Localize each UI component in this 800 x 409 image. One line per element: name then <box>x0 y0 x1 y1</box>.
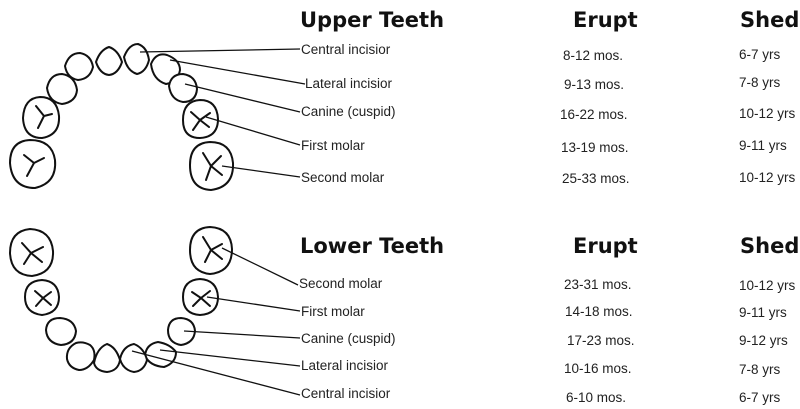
upper-shed-heading: Shed <box>740 8 800 32</box>
upper-tooth-label: Second molar <box>301 170 385 185</box>
leader-upper-second-molar <box>221 165 301 178</box>
upper-tooth-label: Canine (cuspid) <box>301 104 396 119</box>
upper-erupt-value: 25-33 mos. <box>562 171 630 186</box>
upper-tooth-label: First molar <box>301 138 365 153</box>
lower-erupt-value: 14-18 mos. <box>565 304 633 319</box>
lower-tooth-label: Canine (cuspid) <box>301 331 396 346</box>
lower-shed-value: 7-8 yrs <box>739 362 781 377</box>
upper-erupt-value: 8-12 mos. <box>563 48 624 63</box>
lower-erupt-value: 10-16 mos. <box>564 361 632 376</box>
lower-right-second-molar-fissure <box>202 236 223 263</box>
upper-left-first-molar-fissure <box>35 105 53 129</box>
lower-shed-value: 6-7 yrs <box>739 390 781 405</box>
upper-shed-value: 6-7 yrs <box>739 47 781 62</box>
upper-left-canine <box>46 73 78 105</box>
lower-erupt-value: 17-23 mos. <box>567 333 635 348</box>
lower-tooth-label: Second molar <box>299 276 383 291</box>
lower-tooth-label: Central incisior <box>301 386 391 401</box>
leader-upper-first-molar <box>205 116 301 146</box>
lower-left-canine <box>45 317 77 346</box>
lower-left-central-incisor <box>93 343 121 373</box>
lower-erupt-value: 6-10 mos. <box>566 390 627 405</box>
lower-shed-value: 10-12 yrs <box>739 278 796 293</box>
lower-right-first-molar-fissure <box>191 290 211 307</box>
upper-right-first-molar-fissure <box>190 111 211 131</box>
lower-right-canine <box>167 317 196 346</box>
upper-erupt-heading: Erupt <box>573 8 638 32</box>
upper-left-first-molar <box>22 96 61 139</box>
upper-right-second-molar-fissure <box>202 152 223 181</box>
lower-left-first-molar-fissure <box>34 290 52 307</box>
upper-shed-value: 7-8 yrs <box>739 75 781 90</box>
upper-erupt-value: 13-19 mos. <box>561 140 629 155</box>
upper-right-central-incisor <box>123 43 150 75</box>
leader-lower-second-molar <box>221 247 299 286</box>
lower-left-lateral-incisor <box>65 341 96 371</box>
lower-right-central-incisor <box>119 343 148 373</box>
leader-lower-first-molar <box>206 296 301 312</box>
lower-left-second-molar-fissure <box>21 242 44 265</box>
upper-right-canine <box>168 73 198 103</box>
lower-tooth-label: Lateral incisior <box>301 358 389 373</box>
leader-lower-central-incisor <box>131 350 301 396</box>
upper-tooth-label: Lateral incisior <box>305 76 393 91</box>
lower-erupt-value: 23-31 mos. <box>564 277 632 292</box>
lower-right-lateral-incisor <box>144 341 177 368</box>
upper-teeth-heading: Upper Teeth <box>300 8 445 32</box>
upper-shed-value: 9-11 yrs <box>739 138 787 153</box>
upper-tooth-label: Central incisior <box>301 42 391 57</box>
upper-shed-value: 10-12 yrs <box>739 170 796 185</box>
upper-erupt-value: 16-22 mos. <box>560 107 628 122</box>
upper-left-second-molar-fissure <box>23 154 45 177</box>
lower-shed-heading: Shed <box>740 234 800 258</box>
leader-upper-central-incisor <box>139 48 301 53</box>
upper-left-central-incisor <box>95 46 123 76</box>
leader-lower-lateral-incisor <box>159 349 301 367</box>
upper-shed-value: 10-12 yrs <box>739 106 796 121</box>
leader-upper-lateral-incisor <box>169 59 306 85</box>
leader-lower-canine <box>183 330 301 339</box>
lower-shed-value: 9-11 yrs <box>739 305 787 320</box>
upper-erupt-value: 9-13 mos. <box>564 77 625 92</box>
lower-shed-value: 9-12 yrs <box>739 333 788 348</box>
lower-tooth-label: First molar <box>301 304 365 319</box>
lower-erupt-heading: Erupt <box>573 234 638 258</box>
leader-upper-canine <box>184 83 301 113</box>
lower-teeth-heading: Lower Teeth <box>300 234 445 258</box>
